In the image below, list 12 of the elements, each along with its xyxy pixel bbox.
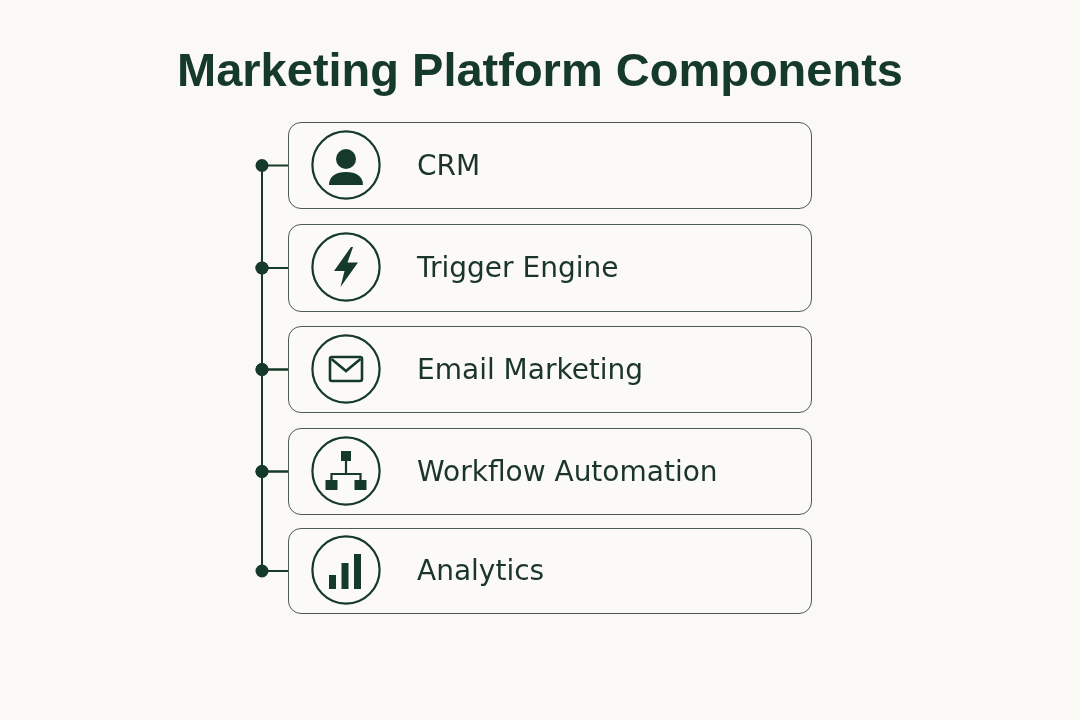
component-card: [288, 428, 812, 515]
component-label: Email Marketing: [417, 352, 644, 387]
component-label: Workflow Automation: [417, 454, 718, 489]
component-card: [288, 326, 812, 413]
component-label: CRM: [417, 148, 481, 183]
component-label: Analytics: [417, 554, 545, 588]
connector-line: [255, 465, 289, 578]
component-card: [288, 122, 812, 209]
component-card: [288, 224, 812, 312]
title: Marketing Platform Components: [176, 42, 904, 98]
component-label: Trigger Engine: [417, 251, 619, 285]
component-card: [288, 528, 812, 614]
